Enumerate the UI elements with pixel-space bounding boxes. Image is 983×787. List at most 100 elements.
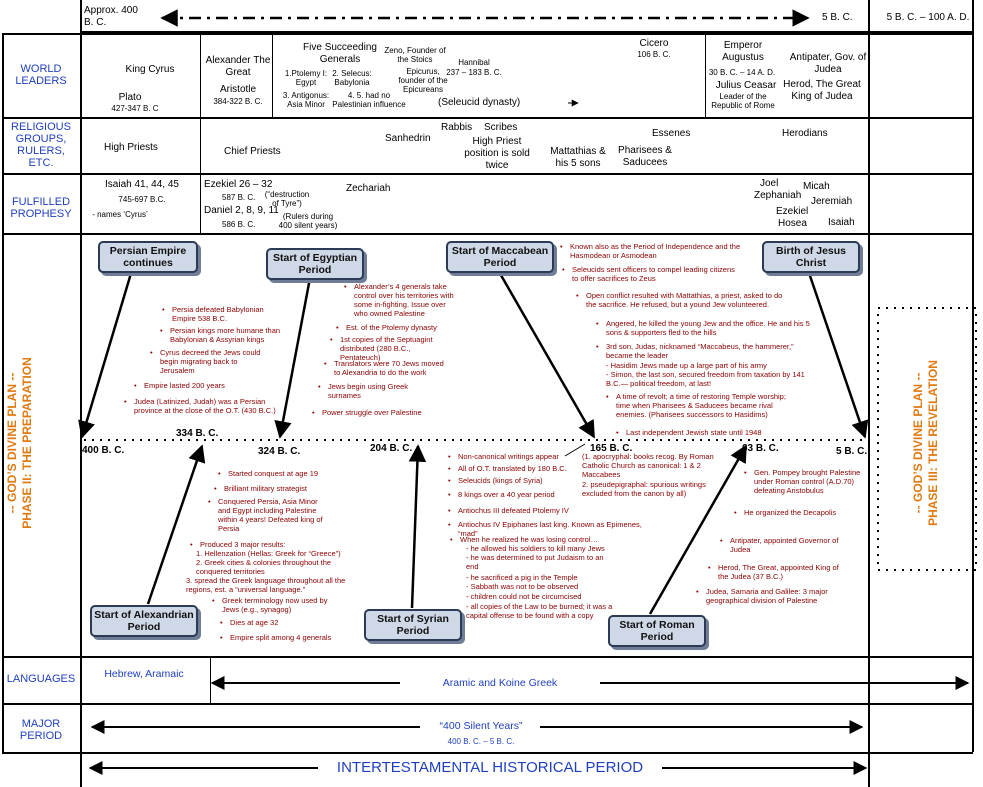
note-alexandrian: 2. Greek cities & colonies throughout th… (196, 558, 332, 576)
phase-ii-label: -- GOD’S DIVINE PLAN --PHASE II: THE PRE… (5, 357, 34, 529)
leader-augustus: Emperor Augustus (722, 40, 764, 63)
note-syrian: - Sabbath was not to be observed (466, 582, 579, 591)
prophesy-isaiah-dates: 745-697 B.C. (118, 195, 166, 204)
language-hebrew-aramaic: Hebrew, Aramaic (104, 668, 184, 680)
prophesy-zephaniah: Zephaniah (754, 190, 802, 201)
grid-line (200, 33, 201, 233)
leader-seleucid: (Seleucid dynasty) (438, 97, 521, 108)
phase-iii-label: -- GOD’S DIVINE PLAN --PHASE III: THE RE… (911, 360, 940, 526)
note-persian: Judea (Latinized, Judah) was a Persian p… (124, 397, 282, 415)
prophesy-jeremiah: Jeremiah (811, 196, 853, 207)
row-label-languages: LANGUAGES (6, 673, 76, 685)
leader-five-generals: Five Succeeding Generals (303, 42, 377, 65)
prophesy-joel: Joel (760, 178, 779, 189)
prophesy-rulers: (Rulers during 400 silent years) (278, 212, 338, 230)
religious-sanhedrin: Sanhedrin (385, 133, 431, 144)
box-persian-empire: Persian Empire continues (98, 241, 198, 273)
note-persian: Persia defeated Babylonian Empire 538 B.… (162, 305, 272, 323)
prophesy-isaiah2: Isaiah (828, 217, 855, 228)
prophesy-isaiah-note: - names ‘Cyrus’ (92, 210, 148, 219)
note-egyptian: Est. of the Ptolemy dynasty (336, 323, 456, 332)
note-egyptian: Jews begin using Greek surnames (318, 382, 428, 400)
grid-line (2, 656, 973, 658)
date-63bc: 63 B. C. (742, 443, 779, 454)
grid-line (272, 33, 273, 117)
note-alexandrian: Started conquest at age 19 (218, 469, 348, 478)
row-label-prophesy: FULFILLED PROPHESY (10, 196, 72, 220)
note-alexandrian: 3. spread the Greek language throughout … (186, 576, 346, 594)
note-persian: Cyrus decreed the Jews could begin migra… (150, 348, 270, 375)
note-syrian: 8 kings over a 40 year period (448, 490, 578, 499)
note-roman: Herod, The Great, appointed King of the … (708, 563, 844, 581)
date-334bc: 334 B. C. (176, 428, 219, 439)
leader-plato: Plato (118, 92, 142, 103)
note-roman: Gen. Pompey brought Palestine under Roma… (744, 468, 870, 495)
leader-aristotle-dates: 384-322 B. C. (213, 97, 263, 106)
date-165bc: 165 B. C. (590, 443, 633, 454)
prophesy-micah: Micah (803, 181, 830, 192)
note-alexandrian: Greek terminology now used by Jews (e.g.… (212, 596, 346, 614)
prophesy-daniel-dates: 586 B. C. (222, 220, 256, 229)
note-alexandrian: Conquered Persia, Asia Minor and Egypt i… (208, 497, 328, 533)
prophesy-tyre: (“destruction of Tyre”) (264, 190, 310, 208)
grid-line (210, 656, 211, 703)
grid-line (2, 703, 973, 705)
religious-essenes: Essenes (652, 128, 691, 139)
intertestamental-title: INTERTESTAMENTAL HISTORICAL PERIOD (336, 759, 644, 776)
prophesy-zechariah: Zechariah (346, 183, 391, 194)
note-syrian: Non-canonical writings appear (448, 452, 568, 461)
prophesy-ezekiel: Ezekiel 26 – 32 (204, 179, 273, 190)
language-aramaic-koine: Aramic and Koine Greek (442, 677, 558, 689)
note-syrian: All of O.T. translated by 180 B.C. (448, 464, 578, 473)
leader-julius: Julius Ceasar (715, 80, 777, 91)
note-egyptian: Power struggle over Palestine (312, 408, 432, 417)
leader-seleucus: 2. Selecus: Babylonia (332, 69, 372, 87)
leader-epicurus: Epicurus, founder of the Epicureans (398, 67, 448, 94)
note-roman: Antipater, appointed Governor of Judea (720, 536, 846, 554)
box-alexandrian-period: Start of Alexandrian Period (90, 605, 198, 637)
note-syrian: When he realized he was losing control… (450, 535, 640, 544)
note-alexandrian: Empire split among 4 generals (220, 633, 354, 642)
date-204bc: 204 B. C. (370, 443, 413, 454)
leader-cicero-dates: 106 B. C. (637, 50, 671, 59)
note-maccabean: - Hasidim Jews made up a large part of h… (606, 361, 767, 370)
note-maccabean: Angered, he killed the young Jew and the… (596, 319, 818, 337)
leader-augustus-dates: 30 B. C. – 14 A. D. (708, 68, 776, 77)
grid-line (80, 31, 973, 33)
note-syrian: - he was determined to put Judaism to an… (466, 553, 604, 571)
prophesy-isaiah: Isaiah 41, 44, 45 (105, 179, 179, 190)
note-maccabean: Seleucids sent officers to compel leadin… (562, 265, 740, 283)
note-alexandrian: 1. Hellenzation (Hellas: Greek for “Gree… (196, 549, 341, 558)
box-maccabean-period: Start of Maccabean Period (446, 241, 554, 273)
leader-antipater: Antipater, Gov. of Judea (789, 52, 867, 75)
note-maccabean: Last independent Jewish state until 1948 (616, 428, 806, 437)
note-alexandrian: Dies at age 32 (220, 618, 340, 627)
leader-four-five: 4. 5. had no Palestinian influence (332, 91, 406, 109)
prophesy-hosea: Hosea (778, 218, 807, 229)
note-maccabean: 3rd son, Judas, nicknamed “Maccabeus, th… (596, 342, 816, 360)
leader-herod: Herod, The Great King of Judea (783, 79, 861, 102)
date-5bc: 5 B. C. (836, 446, 868, 457)
note-egyptian: 1st copies of the Septuagint distributed… (330, 335, 452, 362)
leader-zeno: Zeno, Founder of the Stoics (384, 46, 446, 64)
note-maccabean: A time of revolt; a time of restoring Te… (606, 392, 802, 419)
row-label-major-period: MAJOR PERIOD (19, 718, 63, 742)
note-maccabean: Known also as the Period of Independence… (560, 242, 750, 260)
grid-line (80, 0, 82, 787)
note-egyptian: Alexander’s 4 generals take control over… (344, 282, 460, 318)
religious-chief-priests: Chief Priests (224, 146, 281, 157)
religious-herodians: Herodians (782, 128, 828, 139)
note-syrian: - he sacrificed a pig in the Temple (466, 573, 578, 582)
end-bc-label: 5 B. C. (822, 12, 853, 23)
grid-line (705, 33, 706, 117)
grid-line (2, 117, 973, 119)
leader-julius-note: Leader of the Republic of Rome (711, 92, 775, 110)
row-label-religious: RELIGIOUS GROUPS, RULERS, ETC. (11, 121, 71, 169)
leader-aristotle: Aristotle (219, 84, 257, 95)
box-roman-period: Start of Roman Period (608, 615, 706, 647)
note-syrian: (1. apocryphal: books recog. By Roman Ca… (582, 452, 714, 479)
leader-cicero: Cicero (639, 38, 669, 49)
prophesy-daniel: Daniel 2, 8, 9, 11 (204, 205, 279, 216)
